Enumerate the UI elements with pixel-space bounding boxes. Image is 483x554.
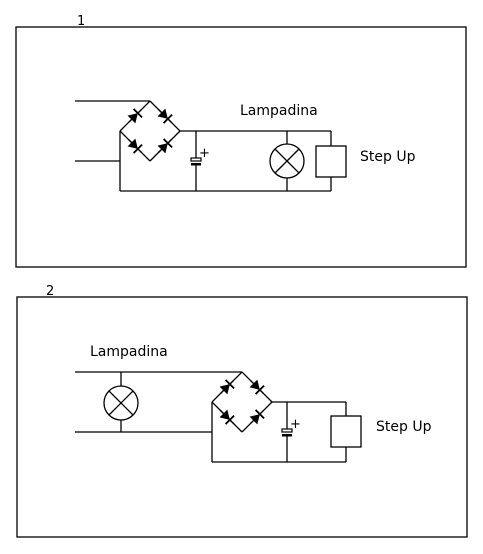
bridge-rectifier xyxy=(211,371,273,462)
capacitor-polarity: + xyxy=(290,417,301,432)
panel-2: 2 Lampadina xyxy=(16,284,468,538)
lamp-label: Lampadina xyxy=(90,344,168,360)
panel-1: 1 + xyxy=(15,14,467,268)
capacitor: + xyxy=(190,131,210,191)
step-up-block xyxy=(315,131,347,191)
panel-1-number: 1 xyxy=(77,14,85,29)
step-up-label: Step Up xyxy=(376,419,432,435)
panel-1-frame xyxy=(15,26,467,268)
capacitor-polarity: + xyxy=(199,146,210,161)
capacitor: + xyxy=(281,402,301,462)
panel-2-frame xyxy=(16,296,468,538)
step-up-block xyxy=(330,402,362,462)
panel-2-number: 2 xyxy=(46,284,54,299)
lamp-label: Lampadina xyxy=(240,103,318,119)
lamp-icon xyxy=(103,372,139,432)
bridge-rectifier xyxy=(119,100,181,191)
step-up-label: Step Up xyxy=(360,149,416,165)
lamp-icon xyxy=(269,131,305,191)
